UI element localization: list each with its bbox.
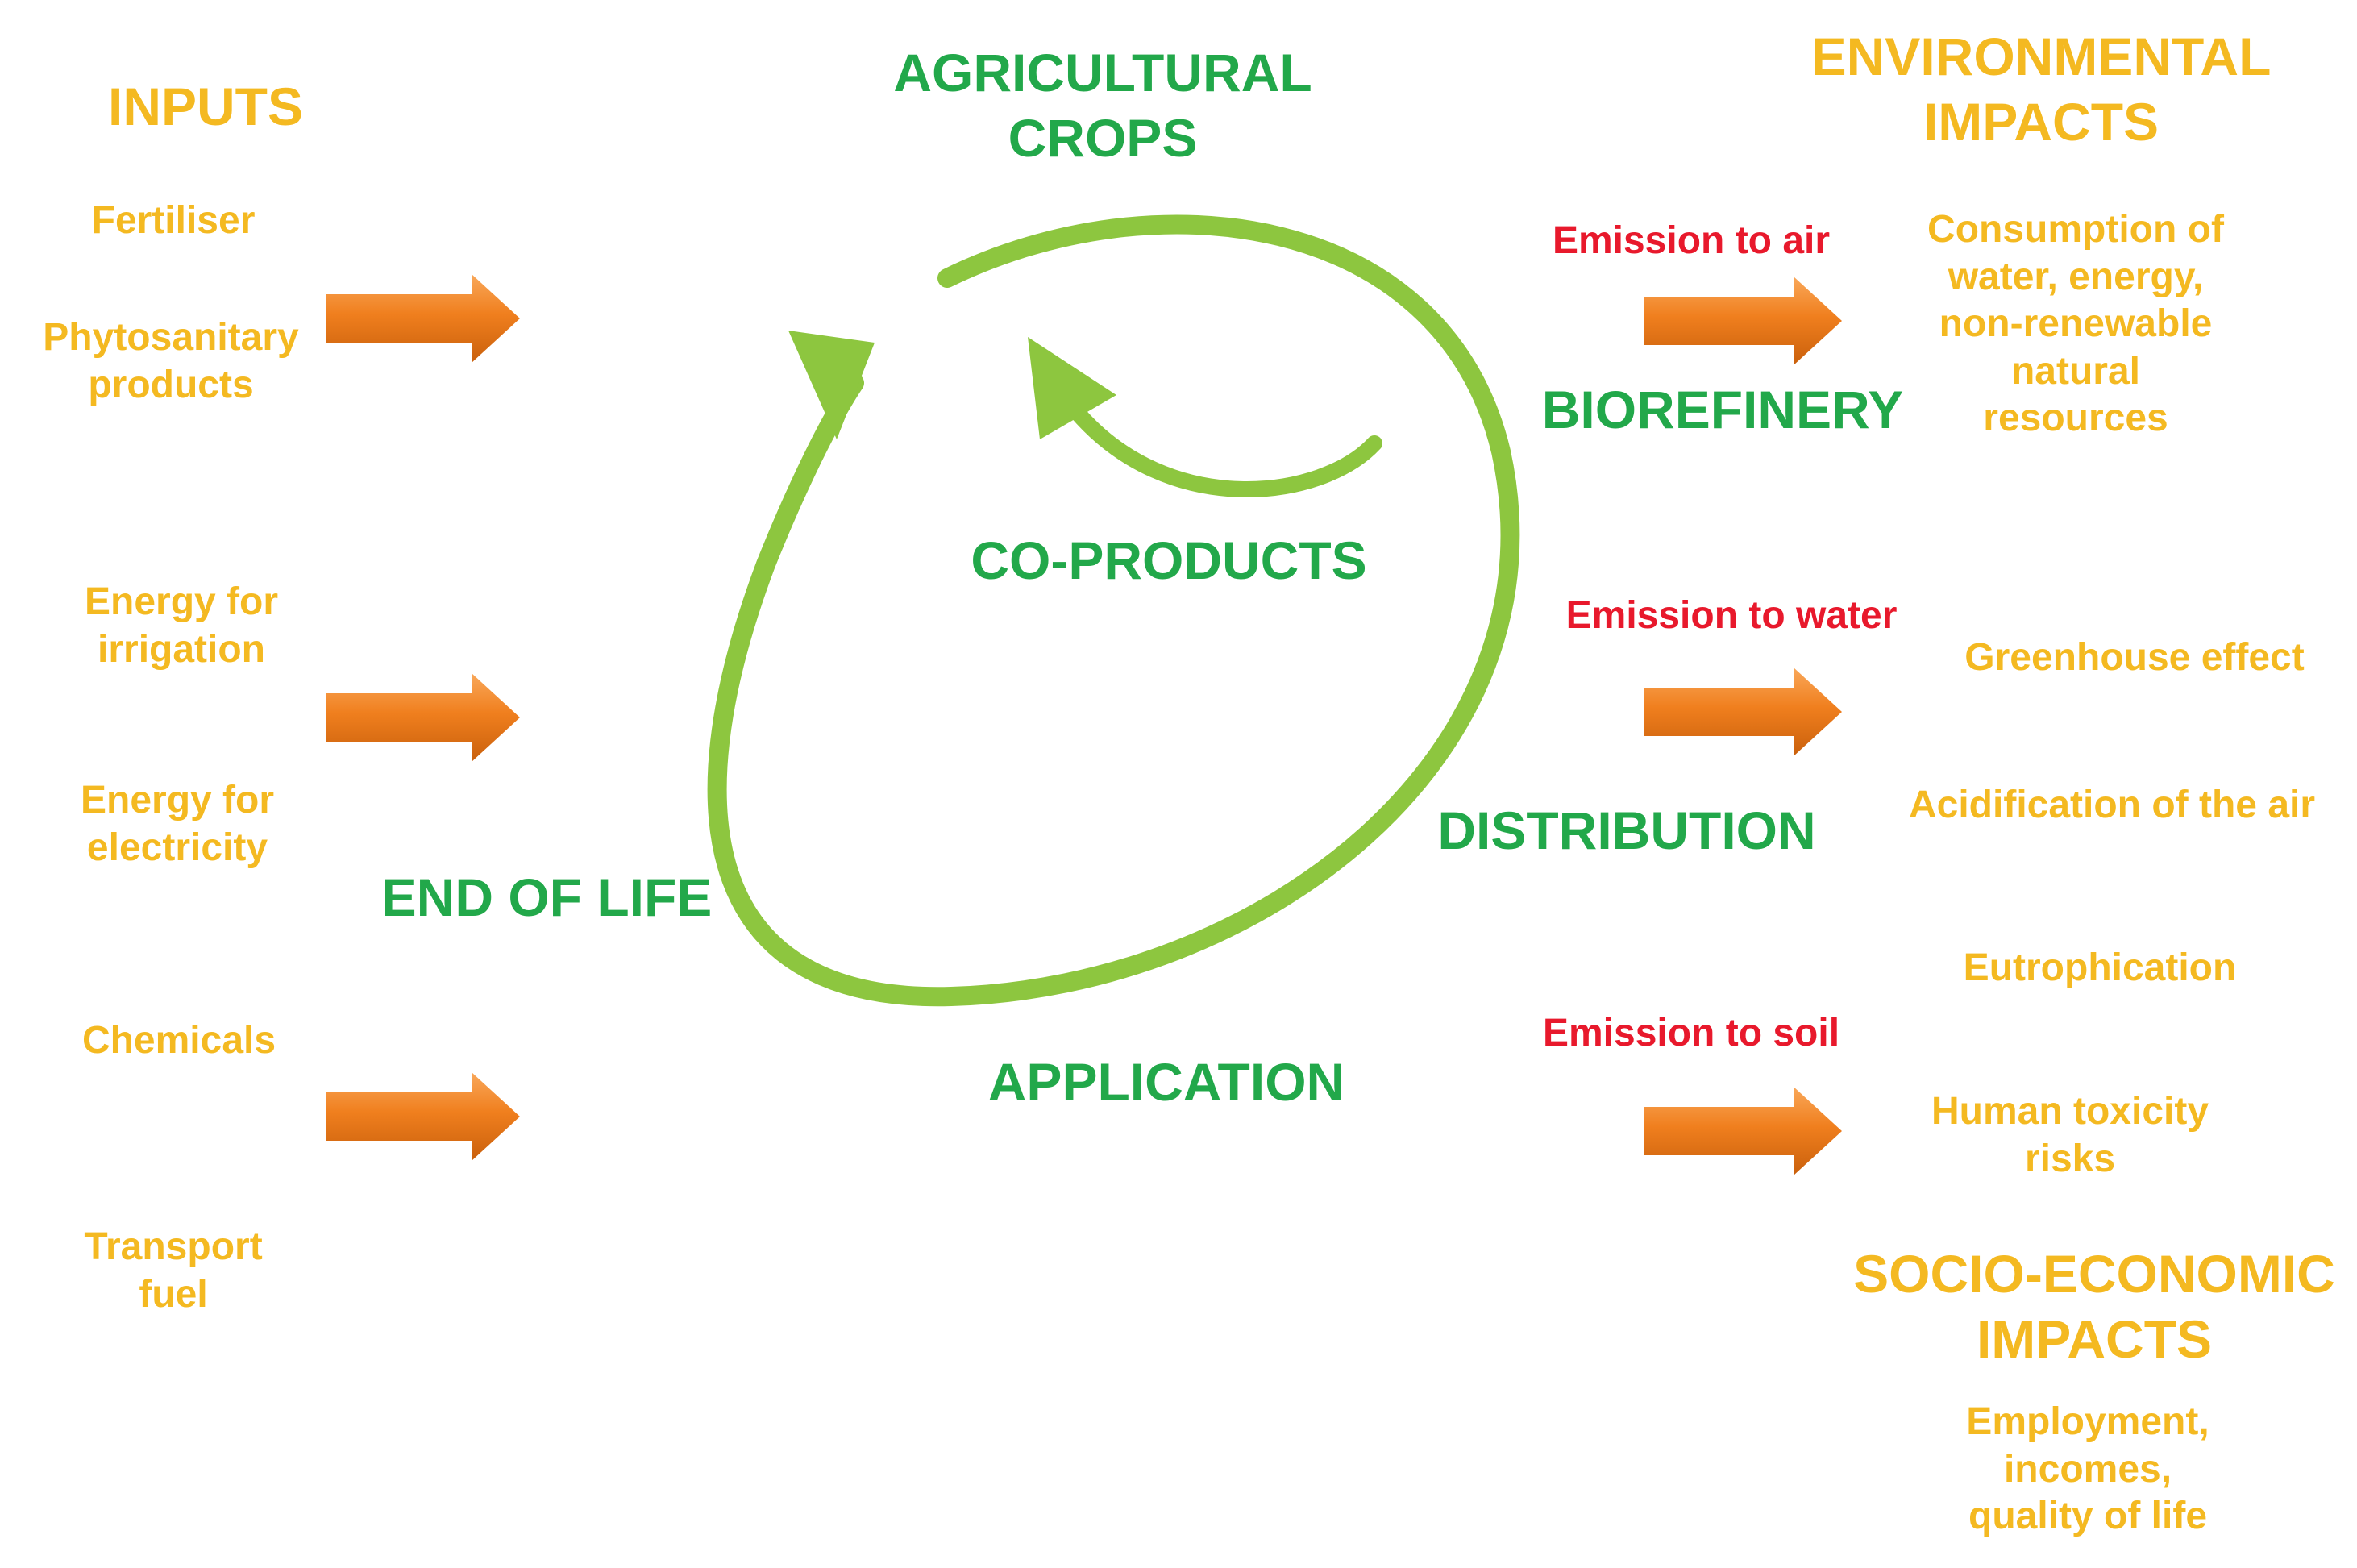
input-energy-electricity: Energy for electricity [80,779,275,869]
impact-eutrophication: Eutrophication [1963,946,2237,989]
coproducts-return-arrow [1068,403,1382,497]
emission-flow-arrow [1644,1087,1842,1175]
impact-human-toxicity: Human toxicity risks [1931,1090,2209,1180]
socio-economic-impacts-heading: SOCIO-ECONOMIC IMPACTS [1853,1244,2335,1369]
emission-to-water: Emission to water [1565,594,1898,637]
input-flow-arrow [326,274,520,363]
stage-co-products: CO-PRODUCTS [971,530,1367,590]
impact-acidification: Acidification of the air [1908,784,2316,826]
coproducts-return-arrowhead [1028,337,1116,439]
input-flow-arrow [326,673,520,762]
stage-agricultural-crops: AGRICULTURAL CROPS [893,43,1312,168]
emission-to-soil: Emission to soil [1542,1012,1840,1054]
emission-flow-arrow [1644,277,1842,365]
impact-resource-consumption: Consumption of water, energy, non-renewa… [1927,208,2224,440]
stage-distribution: DISTRIBUTION [1437,801,1816,860]
emission-to-air: Emission to air [1552,219,1831,262]
input-energy-irrigation: Energy for irrigation [84,580,279,671]
input-fertiliser: Fertiliser [91,199,256,242]
stage-biorefinery: BIOREFINERY [1541,380,1904,439]
impact-greenhouse-effect: Greenhouse effect [1964,636,2305,679]
environmental-impacts-heading: ENVIRONMENTAL IMPACTS [1810,27,2272,152]
input-transport-fuel: Transport fuel [84,1225,263,1316]
cycle-loop-arrow [707,214,1520,1007]
input-chemicals: Chemicals [81,1019,276,1062]
input-phytosanitary-products: Phytosanitary products [43,316,299,406]
stage-end-of-life: END OF LIFE [380,867,713,927]
emission-flow-arrow [1644,668,1842,756]
input-flow-arrow [326,1072,520,1161]
impact-employment-quality-of-life: Employment, incomes, quality of life [1966,1400,2209,1538]
cycle-loop-arrowhead [788,331,875,439]
stage-application: APPLICATION [987,1052,1345,1112]
inputs-heading: INPUTS [107,77,304,136]
